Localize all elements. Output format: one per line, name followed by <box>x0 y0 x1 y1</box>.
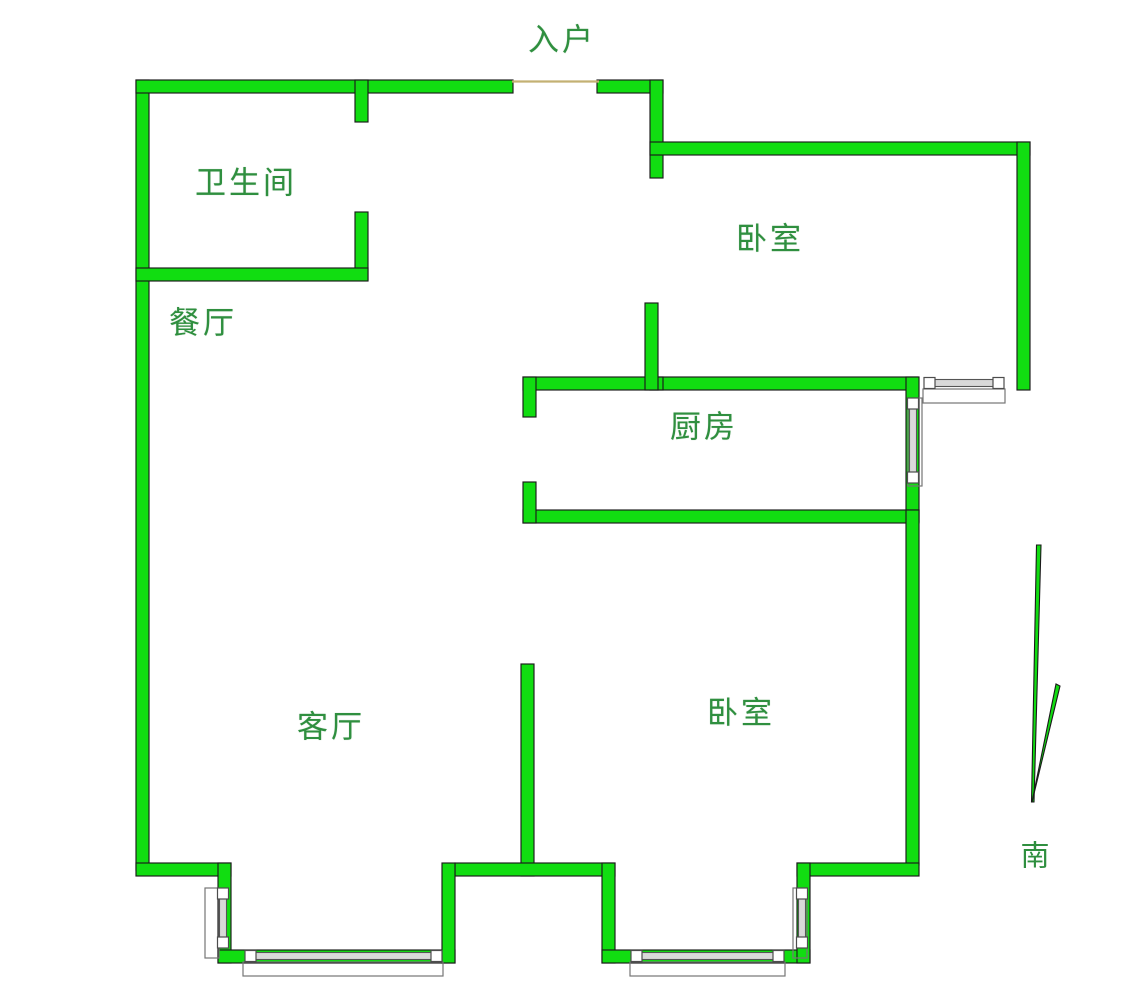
wall-kitchen-top-stub <box>522 376 537 418</box>
wall-exterior-top-left <box>135 79 514 94</box>
wall-group-interior <box>135 79 369 282</box>
wall-group-outer <box>135 79 1031 877</box>
wall-middle-bottom-span <box>454 862 616 877</box>
wall-bedroom-south-bottom <box>796 862 920 877</box>
label-kitchen: 厨房 <box>670 409 738 445</box>
wall-living-bedroom-divider <box>520 663 535 877</box>
window-bedroom-north <box>922 376 1006 404</box>
wall-living-bottom <box>135 862 232 877</box>
label-compass-south: 南 <box>1020 840 1050 873</box>
label-dining-room: 餐厅 <box>169 305 237 341</box>
balcony-bedroom-south <box>601 862 811 964</box>
wall-bedroom-balcony-left <box>601 862 616 964</box>
label-bedroom-north: 卧室 <box>736 221 804 257</box>
balcony-living <box>217 862 456 964</box>
wall-entry-hall-right <box>649 79 664 179</box>
wall-bathroom-east-upper <box>354 79 369 123</box>
wall-bathroom-south <box>135 267 369 282</box>
wall-exterior-left <box>135 79 150 871</box>
wall-living-balcony-right <box>441 862 456 964</box>
window-bedroom-balcony-side <box>792 887 809 959</box>
wall-bedroom-north-bottom <box>649 376 919 391</box>
window-living-balcony-side <box>204 887 230 959</box>
wall-kitchen-bottom <box>522 509 920 524</box>
wall-bedroom-north-east <box>1016 141 1031 391</box>
window-kitchen-east <box>906 397 923 487</box>
label-bedroom-south: 卧室 <box>707 695 775 731</box>
wall-bedroom-north-top <box>649 141 1031 156</box>
compass-arrow-south <box>1030 544 1061 803</box>
label-entry: 入户 <box>528 22 596 58</box>
wall-kitchen-bottom-stub <box>522 481 537 524</box>
label-bathroom: 卫生间 <box>195 165 297 201</box>
wall-kitchen-top <box>522 376 664 391</box>
window-bedroom-balcony <box>629 949 786 977</box>
window-living-balcony <box>242 949 444 977</box>
wall-hall-bedroom-divider <box>644 302 659 391</box>
label-living-room: 客厅 <box>297 709 365 745</box>
wall-bedroom-south-east <box>905 509 920 866</box>
